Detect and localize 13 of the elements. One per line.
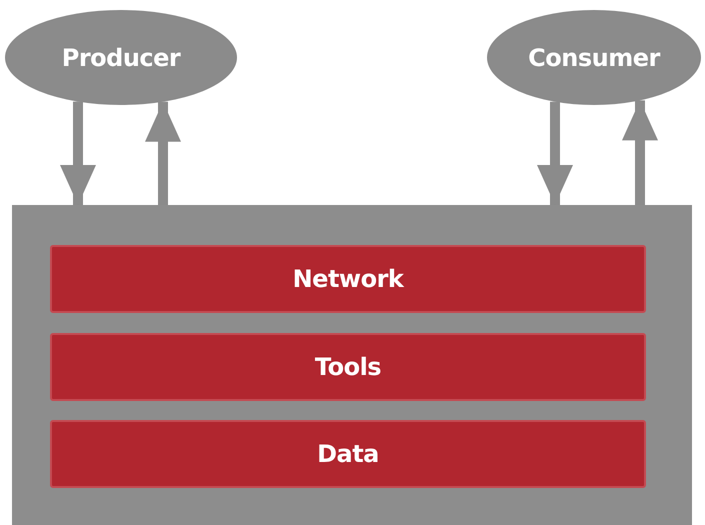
node-label: Producer [62,44,180,72]
node-label: Tools [314,353,382,381]
arrow [60,102,96,205]
node-label: Data [317,440,379,468]
layer-bar [50,333,646,401]
node-label: Network [292,265,404,293]
platform-box [12,205,692,525]
node-label: Consumer [528,44,660,72]
arrow [537,102,573,205]
arrow [145,102,181,205]
layer-bar [50,420,646,488]
layer-bar [50,245,646,313]
arrow [622,100,658,205]
